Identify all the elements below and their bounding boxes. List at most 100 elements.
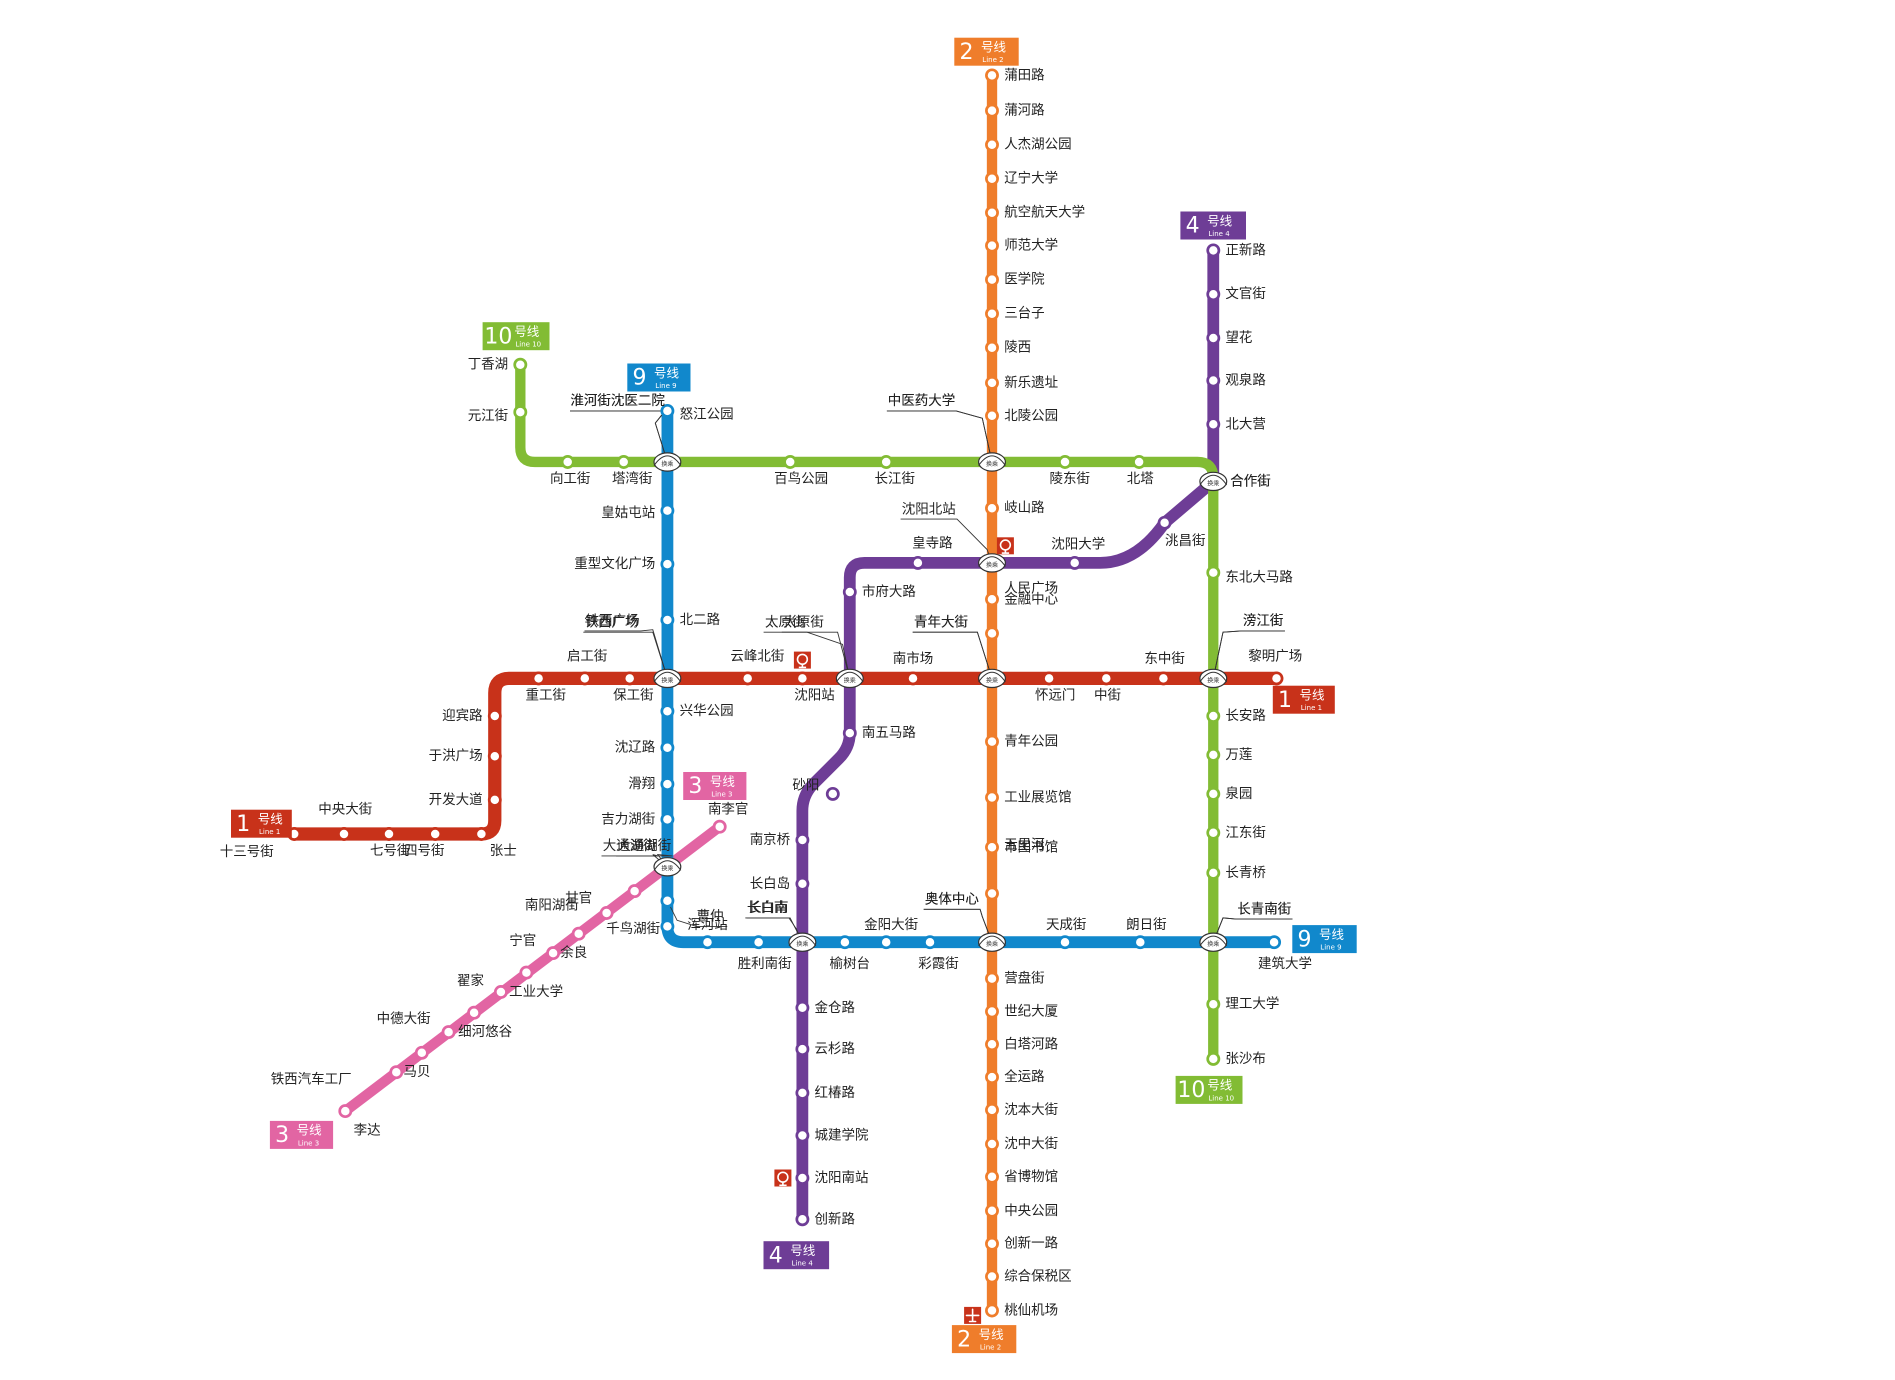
station-label[interactable]: 长白岛 <box>750 876 791 892</box>
station-dot[interactable] <box>985 68 999 83</box>
station-dot[interactable] <box>985 171 999 186</box>
station-label[interactable]: 张士 <box>490 843 517 859</box>
station-label[interactable]: 张沙布 <box>1225 1051 1266 1067</box>
station-dot[interactable] <box>1067 555 1082 570</box>
station-label[interactable]: 工业展览馆 <box>1004 790 1071 806</box>
station-label[interactable]: 保工街 <box>613 687 654 703</box>
station-label[interactable]: 中央公园 <box>1004 1203 1058 1219</box>
station-dot[interactable] <box>1058 455 1072 469</box>
station-label[interactable]: 航空航天大学 <box>1004 205 1085 221</box>
station-label[interactable]: 滂江街 <box>1243 612 1284 629</box>
station-label[interactable]: 元江街 <box>468 408 509 424</box>
transfer-icon[interactable]: 换乘 <box>835 668 864 689</box>
station-dot[interactable] <box>627 884 642 899</box>
station-label[interactable]: 桃仙机场 <box>1004 1303 1058 1319</box>
station-label[interactable]: 泉园 <box>1225 785 1252 802</box>
station-label[interactable]: 长白南 <box>747 900 788 916</box>
station-label[interactable]: 陵东街 <box>1050 471 1091 487</box>
station-dot[interactable] <box>985 626 999 641</box>
station-label[interactable]: 胜利南街 <box>738 956 792 972</box>
station-dot[interactable] <box>985 238 999 253</box>
station-label[interactable]: 十三号街 <box>220 844 274 860</box>
station-dot[interactable] <box>985 971 999 986</box>
station-dot[interactable] <box>519 965 534 980</box>
station-dot[interactable] <box>1269 671 1284 686</box>
station-dot[interactable] <box>487 749 502 764</box>
station-label[interactable]: 彩霞街 <box>918 956 959 972</box>
station-dot[interactable] <box>985 408 999 423</box>
station-label[interactable]: 兴华公园 <box>680 703 734 719</box>
station-dot[interactable] <box>985 1102 999 1117</box>
station-label[interactable]: 白塔河路 <box>1004 1036 1058 1052</box>
station-dot[interactable] <box>795 1212 810 1227</box>
station-label[interactable]: 百鸟公园 <box>774 471 828 487</box>
station-label[interactable]: 沈本大街 <box>1004 1102 1058 1118</box>
transfer-icon[interactable]: 换乘 <box>1199 668 1228 689</box>
station-dot[interactable] <box>825 786 840 801</box>
station-label[interactable]: 沈辽路 <box>615 740 656 756</box>
station-label[interactable]: 淮河街沈医二院 <box>570 393 665 409</box>
station-label[interactable]: 万莲 <box>1225 747 1252 763</box>
station-label[interactable]: 榆树台 <box>830 956 871 972</box>
station-label[interactable]: 浑河站 <box>687 917 728 933</box>
station-label[interactable]: 砂阳 <box>792 777 819 793</box>
station-label[interactable]: 省博物馆 <box>1004 1168 1058 1185</box>
transfer-icon[interactable]: 换乘 <box>978 452 1006 472</box>
station-dot[interactable] <box>985 103 999 118</box>
station-label[interactable]: 市图书馆 <box>1004 838 1058 855</box>
station-label[interactable]: 长青南街 <box>1237 901 1291 917</box>
station-dot[interactable] <box>985 306 999 321</box>
station-dot[interactable] <box>985 375 999 390</box>
station-dot[interactable] <box>985 1203 999 1218</box>
station-label[interactable]: 太原街 <box>783 614 824 630</box>
station-label[interactable]: 东中街 <box>1144 651 1185 667</box>
station-label[interactable]: 翟家 <box>457 972 484 989</box>
station-label[interactable]: 迎宾路 <box>442 708 483 724</box>
station-dot[interactable] <box>389 1065 404 1080</box>
station-label[interactable]: 陵西 <box>1004 340 1031 356</box>
station-dot[interactable] <box>660 503 675 518</box>
station-label[interactable]: 青年大街 <box>914 614 968 630</box>
station-dot[interactable] <box>337 827 351 841</box>
station-label[interactable]: 北塔 <box>1127 471 1155 487</box>
station-dot[interactable] <box>879 455 894 469</box>
station-label[interactable]: 三台子 <box>1004 306 1044 322</box>
station-label[interactable]: 五里河 <box>1004 837 1045 853</box>
station-dot[interactable] <box>560 455 575 469</box>
station-label[interactable]: 沈阳站 <box>794 687 835 703</box>
station-dot[interactable] <box>660 704 675 719</box>
station-dot[interactable] <box>1206 747 1221 762</box>
station-dot[interactable] <box>985 137 999 152</box>
station-label[interactable]: 金阳大街 <box>864 917 918 933</box>
station-label[interactable]: 长青南街 <box>1237 901 1291 917</box>
station-dot[interactable] <box>1206 287 1221 302</box>
station-dot[interactable] <box>985 886 999 901</box>
station-label[interactable]: 建筑大学 <box>1258 956 1312 972</box>
station-label[interactable]: 淮河街沈医二院 <box>570 393 665 409</box>
station-dot[interactable] <box>985 790 999 805</box>
station-label[interactable]: 岐山路 <box>1004 500 1045 516</box>
station-label[interactable]: 全运路 <box>1004 1068 1045 1085</box>
station-label[interactable]: 南市场 <box>893 650 934 667</box>
station-dot[interactable] <box>616 455 631 469</box>
station-dot[interactable] <box>599 906 614 920</box>
station-dot[interactable] <box>842 726 857 741</box>
station-dot[interactable] <box>985 1236 999 1251</box>
station-dot[interactable] <box>1099 671 1114 686</box>
station-dot[interactable] <box>382 827 396 841</box>
transfer-icon[interactable]: 换乘 <box>653 857 682 877</box>
station-dot[interactable] <box>1206 417 1221 432</box>
station-dot[interactable] <box>1058 935 1072 950</box>
station-label[interactable]: 人杰湖公园 <box>1004 137 1071 153</box>
station-label[interactable]: 丁香湖 <box>468 357 509 373</box>
station-label[interactable]: 于洪广场 <box>429 748 483 764</box>
station-dot[interactable] <box>660 613 675 627</box>
station-dot[interactable] <box>1042 671 1057 686</box>
transfer-icon[interactable]: 换乘 <box>978 668 1006 689</box>
transfer-icon[interactable]: 换乘 <box>978 553 1006 573</box>
station-label[interactable]: 沈阳南站 <box>815 1170 869 1186</box>
station-dot[interactable] <box>513 405 528 420</box>
station-label[interactable]: 皇姑屯站 <box>601 505 655 521</box>
station-label[interactable]: 东北大马路 <box>1225 570 1293 586</box>
station-dot[interactable] <box>712 819 727 834</box>
